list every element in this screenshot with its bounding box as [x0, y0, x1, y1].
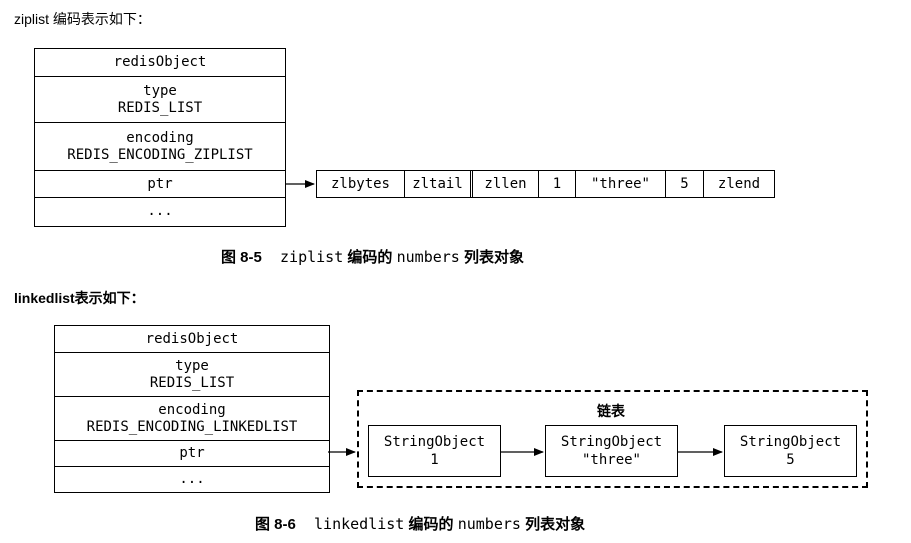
linkedlist-intro: linkedlist表示如下：: [14, 290, 145, 306]
node-type: StringObject: [739, 434, 842, 450]
type-value: REDIS_LIST: [117, 99, 203, 116]
figure-number: 图 8-6: [255, 516, 296, 533]
node-value: 5: [786, 452, 795, 468]
more-label: ...: [147, 202, 173, 219]
type-value: REDIS_LIST: [149, 374, 235, 391]
type-label: type: [143, 82, 177, 99]
caption-text: 编码的: [408, 516, 454, 533]
caption-code: ziplist: [280, 248, 344, 266]
node-value: 1: [430, 452, 439, 468]
caption-code: linkedlist: [314, 515, 405, 533]
ptr-cell: ptr: [35, 171, 285, 198]
linked-list-container: [357, 390, 868, 488]
more-cell: ...: [35, 198, 285, 224]
ptr-label: ptr: [147, 175, 173, 192]
ziplist-entry: 1: [539, 171, 576, 197]
ziplist-entry: "three": [576, 171, 666, 197]
encoding-label: encoding: [158, 401, 226, 418]
more-label: ...: [179, 471, 205, 487]
ziplist-entries: zlbytes zltail zllen 1 "three" 5 zlend: [316, 170, 775, 198]
type-cell: type REDIS_LIST: [55, 353, 329, 397]
ziplist-intro: ziplist 编码表示如下：: [14, 11, 151, 27]
ptr-label: ptr: [179, 445, 205, 461]
encoding-label: encoding: [126, 129, 194, 146]
ptr-cell: ptr: [55, 441, 329, 467]
more-cell: ...: [55, 467, 329, 492]
ziplist-entry: zllen: [473, 171, 539, 197]
ziplist-entry: zlend: [717, 176, 761, 192]
ziplist-entry: 5: [666, 171, 704, 197]
string-object-node: StringObject 5: [724, 425, 857, 477]
linkedlist-caption: 图 8-6 linkedlist 编码的 numbers 列表对象: [255, 513, 585, 534]
linked-list-title: 链表: [597, 403, 625, 419]
ziplist-entry: zlbytes: [317, 171, 405, 197]
caption-text: 编码的: [347, 249, 393, 266]
linkedlist-redis-object: redisObject type REDIS_LIST encoding RED…: [54, 325, 330, 493]
ziplist-caption: 图 8-5 ziplist 编码的 numbers 列表对象: [221, 246, 524, 267]
ziplist-redis-object: redisObject type REDIS_LIST encoding RED…: [34, 48, 286, 227]
node-value: "three": [581, 452, 641, 468]
header-label: redisObject: [145, 330, 239, 347]
header-label: redisObject: [113, 54, 207, 70]
type-label: type: [175, 357, 209, 374]
encoding-cell: encoding REDIS_ENCODING_ZIPLIST: [35, 123, 285, 171]
string-object-node: StringObject 1: [368, 425, 501, 477]
string-object-node: StringObject "three": [545, 425, 678, 477]
caption-code: numbers: [396, 248, 460, 266]
encoding-value: REDIS_ENCODING_ZIPLIST: [67, 146, 253, 163]
figure-number: 图 8-5: [221, 249, 262, 266]
encoding-cell: encoding REDIS_ENCODING_LINKEDLIST: [55, 397, 329, 441]
node-type: StringObject: [383, 434, 486, 450]
caption-text: 列表对象: [464, 249, 525, 266]
caption-code: numbers: [457, 515, 521, 533]
encoding-value: REDIS_ENCODING_LINKEDLIST: [86, 418, 298, 435]
node-type: StringObject: [560, 434, 663, 450]
ziplist-entry: zltail: [405, 171, 473, 197]
caption-text: 列表对象: [525, 516, 586, 533]
redis-object-header: redisObject: [35, 49, 285, 77]
redis-object-header: redisObject: [55, 326, 329, 353]
type-cell: type REDIS_LIST: [35, 77, 285, 123]
